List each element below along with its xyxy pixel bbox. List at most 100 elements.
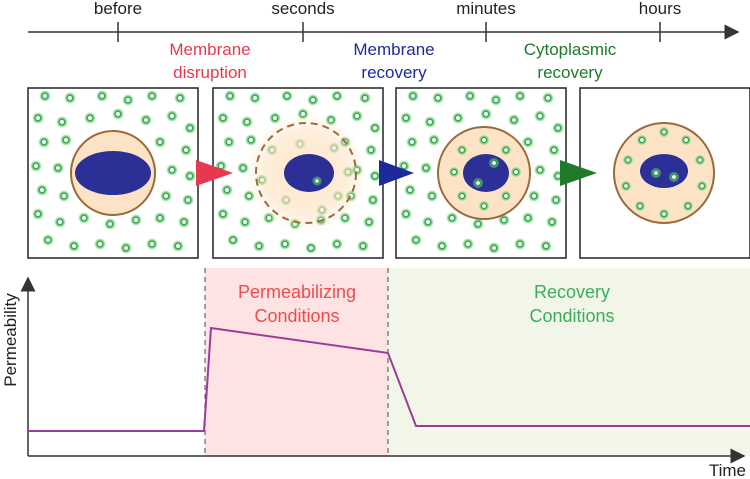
molecule-dot [522,136,534,148]
molecule-dot [166,110,178,122]
region-recovery [388,268,750,456]
molecule-dot [456,144,468,156]
molecule-dot [331,238,343,250]
molecule-dot [367,194,379,206]
molecule-dot [146,238,158,250]
molecule-dot [542,92,554,104]
molecule-dot [546,216,558,228]
molecule-dot [682,200,694,212]
molecule-dot [94,238,106,250]
molecule-dot [548,144,560,156]
molecule-dot [472,218,484,230]
molecule-dot [84,112,96,124]
molecule-dot [680,134,692,146]
molecule-dot [363,216,375,228]
molecule-dot [550,194,562,206]
molecule-dot [456,190,468,202]
molecule-dot [404,184,416,196]
molecule-dot [112,108,124,120]
molecule-dot [239,216,251,228]
nucleus [75,151,151,195]
molecule-dot [351,110,363,122]
molecule-dot [514,238,526,250]
molecule-dot [154,136,166,148]
molecule-dot [658,208,670,220]
molecule-dot [305,242,317,254]
molecule-dot [223,136,235,148]
molecule-dot [241,116,253,128]
molecule-dot [217,208,229,220]
molecule-dot [500,190,512,202]
intracellular-molecules [312,126,708,220]
molecule-dot [478,200,490,212]
cell-disruption [246,113,366,233]
region-label-recovery-line1: Recovery [534,282,610,302]
molecule-dot [184,122,196,134]
molecule-dot [78,212,90,224]
molecule-dot [52,162,64,174]
molecule-dot [528,190,540,202]
molecule-dot [172,240,184,252]
cell-cytoplasmic-recovery [613,122,715,224]
molecule-dot [422,216,434,228]
molecule-dot [281,90,293,102]
molecule-dot [500,144,512,156]
molecule-dot [36,184,48,196]
molecule-dot [410,234,422,246]
arrow-disruption [196,160,233,186]
molecule-dot [253,240,265,252]
molecule-dot [64,92,76,104]
molecule-dot [369,122,381,134]
molecule-dot [514,90,526,102]
molecule-dot [307,94,319,106]
y-axis-label: Permeability [1,293,20,387]
molecule-dot [436,240,448,252]
molecule-dot [424,116,436,128]
stage-labels: Membrane disruption Membrane recovery Cy… [169,40,616,82]
molecule-dot [658,126,670,138]
molecule-dot [552,122,564,134]
molecule-dot [472,177,484,189]
molecule-dot [432,92,444,104]
molecule-dot [480,108,492,120]
molecule-dot [369,170,381,182]
molecule-dot [357,240,369,252]
molecule-dot [39,90,51,102]
region-label-permeabilizing-line1: Permeabilizing [238,282,356,302]
molecule-dot [365,144,377,156]
molecule-dot [498,214,510,226]
nucleus [640,154,688,188]
molecule-dot [696,180,708,192]
molecule-dot [359,92,371,104]
molecule-dot [140,114,152,126]
nucleus [463,154,509,192]
molecule-dot [312,176,322,186]
molecule-dot [56,116,68,128]
nucleus [284,154,334,192]
stage-label-membrane-recovery-line2: recovery [361,63,427,82]
molecule-dot [464,90,476,102]
molecule-dot [622,154,634,166]
molecule-dot [446,212,458,224]
molecule-dot [174,92,186,104]
tick-label-hours: hours [639,0,682,18]
molecule-dot [620,180,632,192]
molecule-dot [668,171,680,183]
molecule-dot [534,164,546,176]
molecule-dot [217,112,229,124]
timeline: before seconds minutes hours [28,0,740,42]
molecule-dot [130,214,142,226]
stage-label-membrane-recovery-line1: Membrane [353,40,434,59]
molecule-dot [636,134,648,146]
molecule-dot [58,190,70,202]
stage-arrows [196,160,597,186]
arrow-membrane-recovery [379,160,414,186]
molecule-dot [452,112,464,124]
molecule-dot [249,92,261,104]
molecule-dot [182,194,194,206]
molecule-dot [227,234,239,246]
molecule-dot [534,110,546,122]
molecule-dot [522,212,534,224]
molecule-dot [488,242,500,254]
